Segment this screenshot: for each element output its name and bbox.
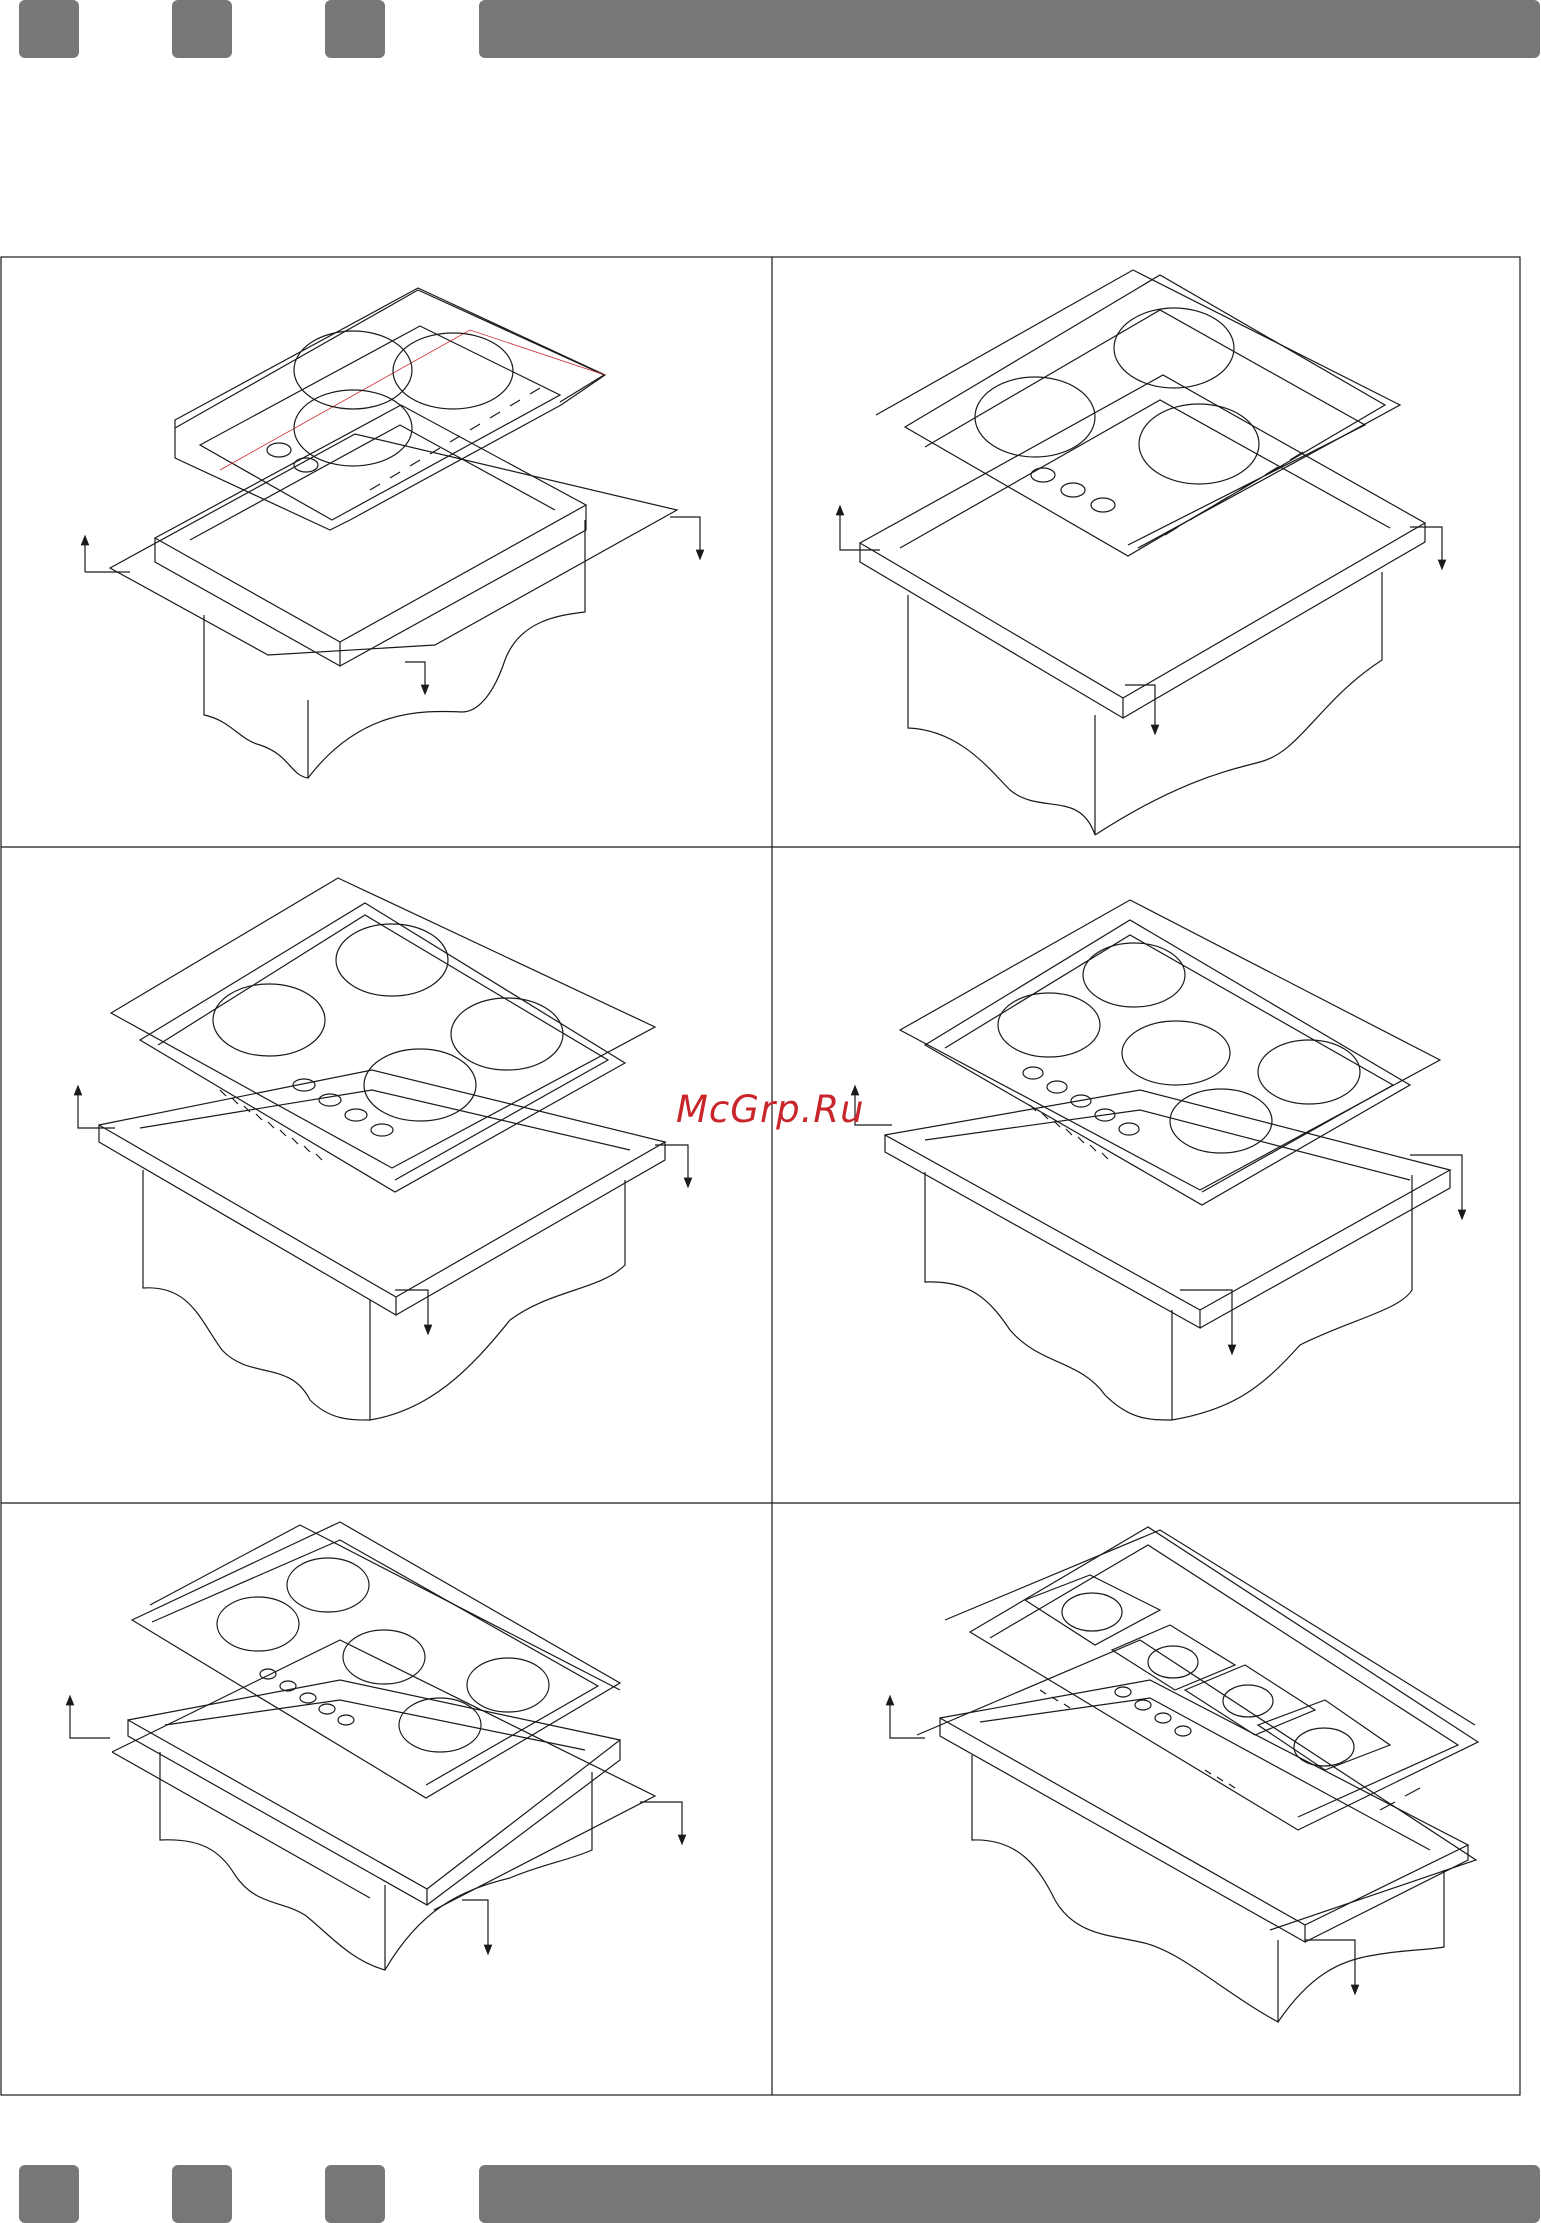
panel-3-hob-top bbox=[140, 903, 625, 1192]
panel-3-burner-3 bbox=[451, 998, 563, 1070]
panel-3-arrow-right bbox=[655, 1145, 688, 1183]
panel-1-arrow-bottom bbox=[405, 662, 425, 690]
panel-3-cabinet bbox=[143, 1170, 625, 1420]
panel-4-burner-5 bbox=[1170, 1089, 1272, 1153]
panel-1-frame bbox=[155, 405, 586, 666]
panel-5-cutout-plane bbox=[112, 1640, 655, 1910]
panel-2-burner-3 bbox=[1139, 404, 1259, 484]
panel-1-cutout-edge bbox=[220, 330, 605, 470]
panel-1-burner-rear bbox=[393, 333, 513, 409]
panel-6-zone-1 bbox=[1025, 1575, 1160, 1645]
panel-3-hob-drawing bbox=[78, 878, 688, 1420]
panel-4-burner-4 bbox=[1258, 1040, 1360, 1104]
panel-2-arrow-right bbox=[1410, 527, 1442, 565]
panel-3-knob-2 bbox=[319, 1094, 341, 1106]
panel-1-vents bbox=[370, 388, 540, 490]
panel-6-knob-1 bbox=[1115, 1687, 1131, 1697]
panel-3-burner-4 bbox=[364, 1049, 476, 1121]
panel-3-burner-1 bbox=[336, 924, 448, 996]
panel-5-arrow-bottom bbox=[462, 1900, 488, 1950]
panel-1-arrow-right bbox=[670, 517, 700, 555]
grid-frame bbox=[1, 257, 1520, 2095]
panel-6-zone-2 bbox=[1112, 1625, 1235, 1690]
panel-6-hob-drawing bbox=[890, 1527, 1478, 2022]
panel-5-arrow-left bbox=[70, 1700, 110, 1738]
panel-6-arrow-left bbox=[890, 1700, 925, 1738]
panel-2-cutout-plane bbox=[876, 270, 1400, 548]
panel-5-burner-2 bbox=[217, 1597, 299, 1651]
panel-2-frame bbox=[860, 375, 1425, 718]
panel-5-burner-1 bbox=[287, 1558, 369, 1612]
panel-5-arrow-right bbox=[640, 1802, 682, 1840]
panel-2-hob-drawing bbox=[840, 270, 1442, 835]
panel-6-outer-plane bbox=[945, 1530, 1475, 1725]
panel-4-burner-1 bbox=[1083, 943, 1185, 1007]
panel-5-knob-1 bbox=[260, 1669, 276, 1679]
panel-5-knob-4 bbox=[319, 1704, 335, 1714]
panel-1-burner-1 bbox=[294, 331, 412, 409]
panel-4-hob-drawing bbox=[855, 900, 1462, 1420]
panel-1-hob-top bbox=[175, 288, 605, 530]
panel-5-hob-top bbox=[132, 1522, 620, 1798]
panel-6-frame bbox=[940, 1680, 1468, 1942]
panel-4-frame bbox=[885, 1090, 1450, 1328]
panel-1-hob-drawing bbox=[85, 288, 700, 778]
panel-5-burner-3 bbox=[343, 1630, 425, 1684]
panel-4-knob-5 bbox=[1119, 1123, 1139, 1135]
panel-6-ring-1 bbox=[1062, 1593, 1122, 1631]
panel-6-cutout-plane bbox=[917, 1640, 1476, 1930]
panel-5-burner-5 bbox=[399, 1698, 481, 1752]
panel-4-burner-3 bbox=[1122, 1021, 1230, 1085]
watermark: McGrp.Ru bbox=[676, 1088, 865, 1131]
panel-4-cabinet bbox=[925, 1172, 1412, 1420]
panel-6-zone-3 bbox=[1185, 1665, 1315, 1735]
panel-2-hob-top bbox=[905, 275, 1385, 556]
panel-5-burner-4 bbox=[467, 1658, 549, 1712]
panel-1-cabinet bbox=[204, 520, 585, 778]
panel-3-knob-3 bbox=[345, 1109, 367, 1121]
panel-6-knob-2 bbox=[1135, 1700, 1151, 1710]
panel-6-knob-4 bbox=[1175, 1726, 1191, 1736]
panel-4-knob-2 bbox=[1047, 1081, 1067, 1093]
panel-2-knob-3 bbox=[1091, 498, 1115, 512]
panel-6-zone-4 bbox=[1258, 1700, 1390, 1770]
panel-3-arrow-bottom bbox=[395, 1290, 428, 1330]
panel-1-glass-plane bbox=[175, 290, 604, 428]
panel-2-knob-1 bbox=[1031, 468, 1055, 482]
panel-3-frame bbox=[99, 1070, 665, 1315]
panel-5-frame bbox=[128, 1680, 620, 1905]
panel-5-cabinet bbox=[160, 1752, 592, 1970]
panel-5-outer-plane bbox=[150, 1525, 620, 1690]
panel-2-burner-1 bbox=[1114, 308, 1234, 388]
panel-4-arrow-bottom bbox=[1180, 1290, 1232, 1350]
panel-1-knob-1 bbox=[267, 443, 291, 457]
panel-2-knob-2 bbox=[1061, 483, 1085, 497]
panel-6-cabinet bbox=[972, 1755, 1444, 2022]
panel-4-hob-top bbox=[925, 920, 1410, 1205]
panel-6-hob-top bbox=[970, 1527, 1478, 1830]
panel-4-knob-1 bbox=[1023, 1067, 1043, 1079]
panel-5-knob-5 bbox=[338, 1715, 354, 1725]
panel-5-knob-3 bbox=[300, 1693, 316, 1703]
panel-6-ring-3 bbox=[1223, 1685, 1273, 1717]
panel-3-knob-4 bbox=[371, 1124, 393, 1136]
panel-4-burner-2 bbox=[998, 993, 1100, 1057]
panel-6-knob-3 bbox=[1155, 1713, 1171, 1723]
panel-3-burner-2 bbox=[213, 984, 325, 1056]
panel-2-burner-2 bbox=[975, 377, 1095, 457]
panel-2-cabinet bbox=[908, 572, 1382, 835]
panel-5-hob-drawing bbox=[70, 1522, 682, 1970]
